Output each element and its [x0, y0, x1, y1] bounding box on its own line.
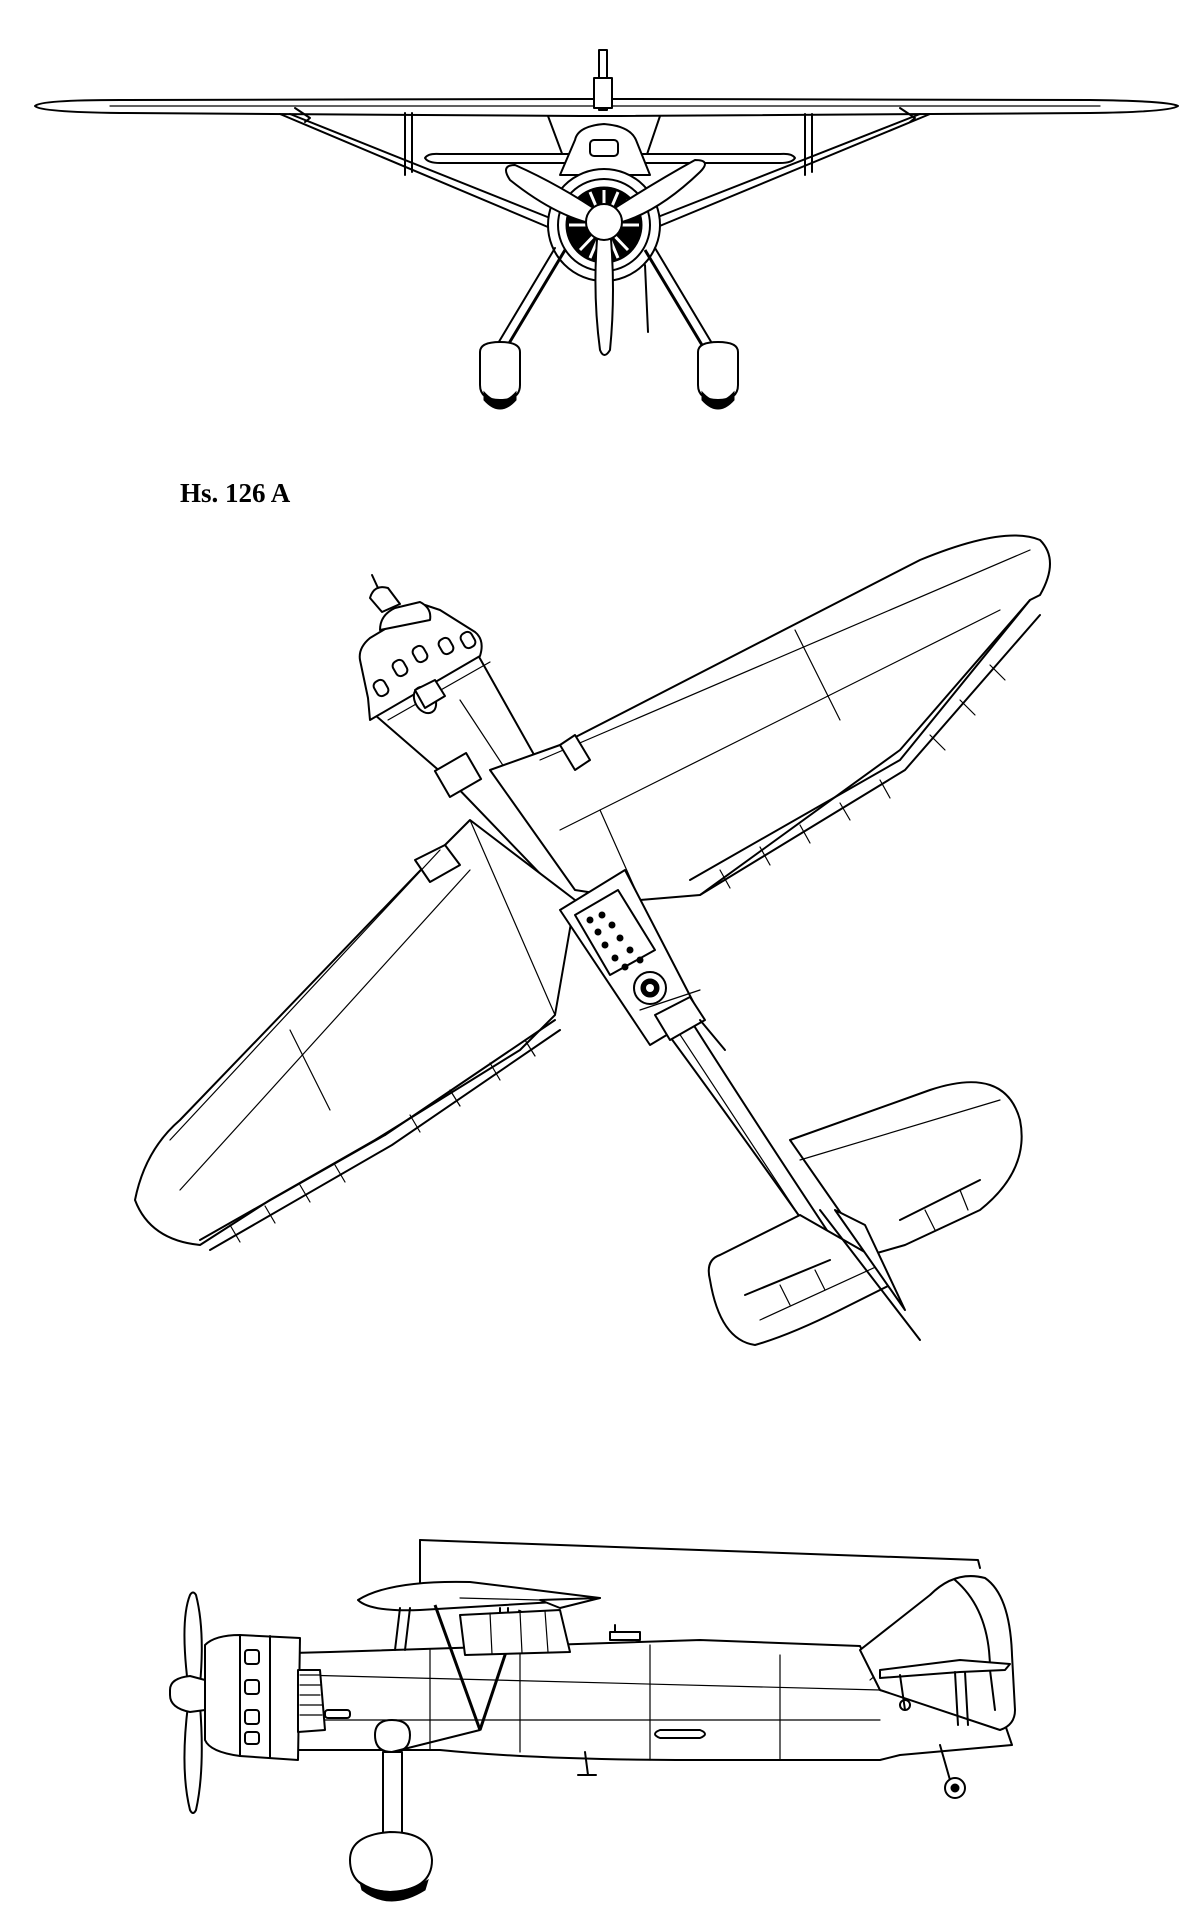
side-view-landing-gear [349, 1719, 597, 1902]
front-view-propeller [505, 159, 706, 356]
side-view-engine [204, 1634, 351, 1761]
front-view [34, 49, 1179, 410]
front-view-fuselage [559, 123, 651, 176]
front-view-struts [279, 112, 931, 231]
aircraft-designation-label: Hs. 126 A [180, 478, 291, 508]
plan-view-right-wing [489, 534, 1051, 901]
plan-view-cockpit [559, 869, 726, 1051]
side-view-tail-wheel [939, 1744, 966, 1799]
side-view-wing [357, 1580, 601, 1612]
plan-view-tailplane [707, 1081, 1023, 1346]
side-view [169, 1539, 1016, 1902]
side-view-tail [859, 1575, 1016, 1731]
plan-view-left-wing [134, 679, 576, 1251]
front-view-landing-gear [479, 247, 739, 410]
side-view-propeller [169, 1591, 206, 1814]
plan-view-engine [358, 574, 491, 798]
front-view-fin [593, 49, 613, 111]
plan-view [134, 534, 1051, 1346]
side-view-cockpit [459, 1609, 641, 1656]
